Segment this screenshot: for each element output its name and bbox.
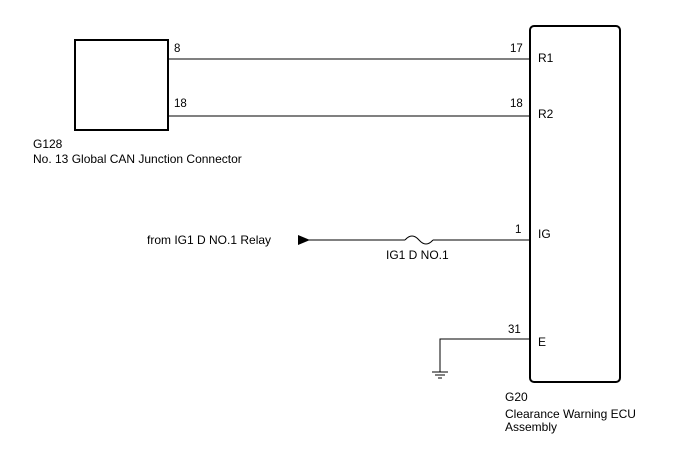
g20-name-line2: Assembly (505, 420, 557, 434)
ground-pin: 31 (508, 324, 521, 336)
wire-r2-to-pin: 18 (510, 98, 523, 110)
wire-r2-from-pin: 18 (174, 98, 187, 110)
terminal-e: E (538, 335, 546, 349)
terminal-r1: R1 (538, 51, 554, 65)
fuse-icon (404, 235, 434, 245)
g128-connector-box (74, 39, 169, 131)
wire-r1-from-pin: 8 (174, 43, 180, 55)
power-source-label: from IG1 D NO.1 Relay (147, 233, 271, 247)
power-pin: 1 (515, 224, 521, 236)
ground-icon (432, 371, 448, 379)
g128-name: No. 13 Global CAN Junction Connector (33, 152, 242, 166)
ground-wire (439, 338, 530, 372)
terminal-r2: R2 (538, 107, 554, 121)
wire-r1-to-pin: 17 (510, 43, 523, 55)
g20-ecu-box (529, 25, 621, 383)
g128-code: G128 (33, 137, 63, 151)
fuse-label: IG1 D NO.1 (386, 248, 449, 262)
g20-code: G20 (505, 390, 528, 404)
terminal-ig: IG (538, 227, 551, 241)
g20-name-line1: Clearance Warning ECU (505, 407, 636, 421)
